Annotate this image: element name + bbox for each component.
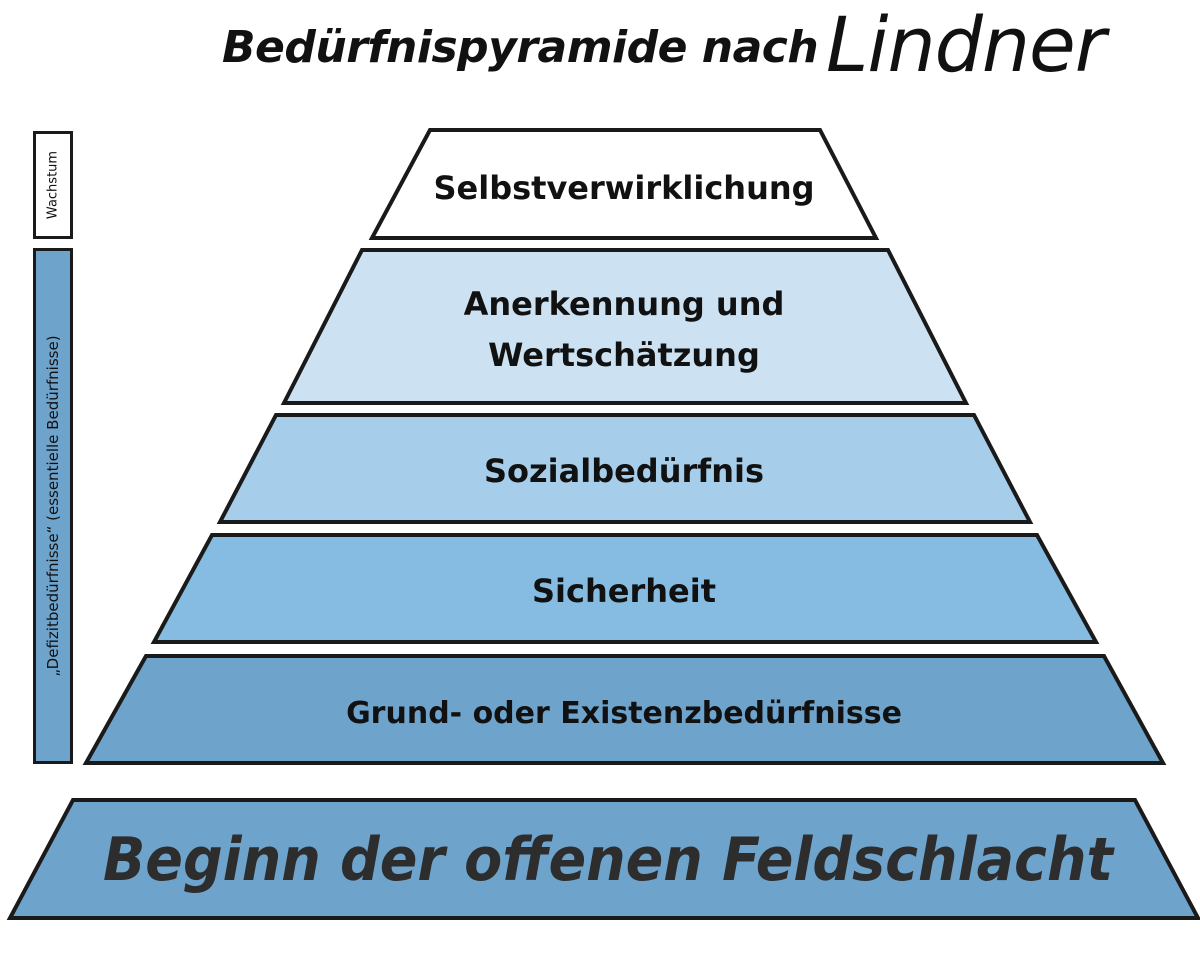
level-label: Selbstverwirklichung bbox=[433, 169, 814, 207]
pyramid-level-safety: Sicherheit bbox=[150, 533, 1100, 644]
level-label-line-1: Anerkennung und bbox=[464, 285, 785, 323]
level-shape bbox=[150, 533, 1100, 644]
base-label: Beginn der offenen Feldschlacht bbox=[103, 825, 1115, 895]
level-shape bbox=[368, 128, 880, 240]
title-main: Bedürfnispyramide nach bbox=[222, 22, 819, 73]
pyramid-level-esteem: Anerkennung und Wertschätzung bbox=[280, 248, 970, 405]
level-shape bbox=[280, 248, 970, 405]
title-name: Lindner bbox=[826, 0, 1106, 89]
level-label: Grund- oder Existenzbedürfnisse bbox=[346, 696, 902, 731]
pyramid-level-social: Sozialbedürfnis bbox=[216, 413, 1034, 524]
level-label-line-2: Wertschätzung bbox=[488, 336, 760, 374]
diagram-title: Bedürfnispyramide nach Lindner bbox=[0, 0, 1200, 100]
pyramid-level-self-actualization: Selbstverwirklichung bbox=[368, 128, 880, 240]
deficit-bracket: „Defizitbedürfnisse“ (essentielle Bedürf… bbox=[33, 248, 73, 764]
growth-bracket: Wachstum bbox=[33, 131, 73, 239]
pyramid-level-basic: Grund- oder Existenzbedürfnisse bbox=[82, 654, 1167, 765]
base-shape bbox=[6, 798, 1200, 920]
pyramid-base: Beginn der offenen Feldschlacht bbox=[6, 798, 1200, 920]
level-shape bbox=[216, 413, 1034, 524]
level-shape bbox=[82, 654, 1167, 765]
level-label: Sozialbedürfnis bbox=[484, 452, 764, 490]
level-label: Sicherheit bbox=[532, 572, 716, 610]
